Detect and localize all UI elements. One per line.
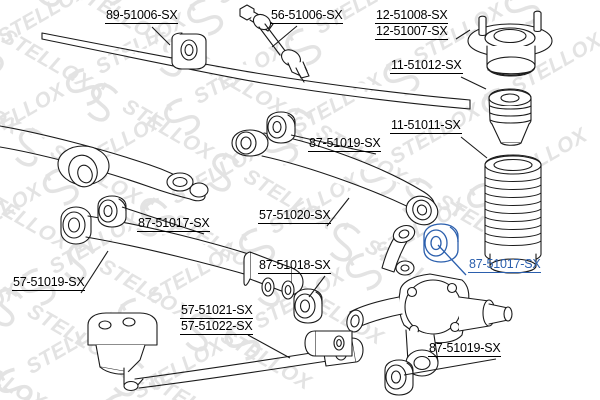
callout-text: 87-51019-SX <box>308 136 382 152</box>
callout-text: 12-51008-SX <box>375 8 449 24</box>
part-bushing-87-51019-lower <box>384 359 414 396</box>
callout-87-51019-sx-lower[interactable]: 87-51019-SX <box>428 341 502 357</box>
callout-text: 87-51017-SX <box>137 216 211 232</box>
callout-56-51006-sx[interactable]: 56-51006-SX <box>270 8 344 24</box>
leader-87-51019-lower <box>403 358 497 376</box>
callout-57-51019-sx[interactable]: 57-51019-SX <box>12 275 86 291</box>
callout-text: 57-51019-SX <box>12 275 86 291</box>
callout-text: 89-51006-SX <box>105 8 179 24</box>
callout-text: 11-51011-SX <box>390 118 462 134</box>
callout-text: 56-51006-SX <box>270 8 344 24</box>
callout-57-51021-sx[interactable]: 57-51021-SX 57-51022-SX <box>180 303 254 335</box>
callout-text-secondary: 12-51007-SX <box>375 24 449 40</box>
callout-text: 87-51019-SX <box>428 341 502 357</box>
callout-text: 57-51021-SX <box>180 303 254 319</box>
callout-text: 11-51012-SX <box>390 58 463 74</box>
callout-11-51012-sx[interactable]: 11-51012-SX <box>390 58 463 74</box>
callout-12-51008-sx[interactable]: 12-51008-SX 12-51007-SX <box>375 8 449 40</box>
callout-57-51020-sx[interactable]: 57-51020-SX <box>258 208 332 224</box>
callout-87-51017-sx-left[interactable]: 87-51017-SX <box>137 216 211 232</box>
callout-text: 57-51020-SX <box>258 208 332 224</box>
callout-87-51018-sx[interactable]: 87-51018-SX <box>258 258 332 274</box>
callout-89-51006-sx[interactable]: 89-51006-SX <box>105 8 179 24</box>
callout-11-51011-sx[interactable]: 11-51011-SX <box>390 118 462 134</box>
callout-text-secondary: 57-51022-SX <box>180 319 254 335</box>
callout-87-51017-sx-highlighted[interactable]: 87-51017-SX <box>468 257 542 273</box>
callout-text: 87-51017-SX <box>468 257 542 273</box>
callout-87-51019-sx-upper[interactable]: 87-51019-SX <box>308 136 382 152</box>
callout-text: 87-51018-SX <box>258 258 332 274</box>
